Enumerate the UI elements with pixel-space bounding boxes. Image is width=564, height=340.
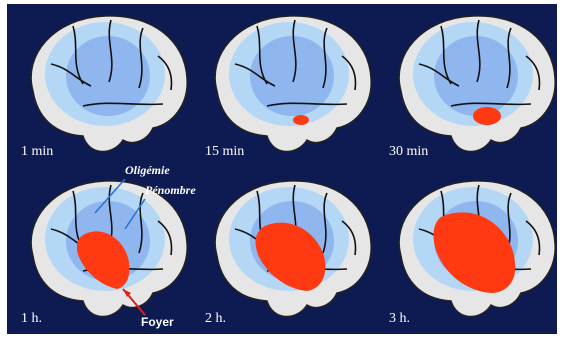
figure-background: 1 min 15 min [7,4,557,334]
time-label: 1 h. [21,311,42,327]
brain-diagram [197,171,377,334]
time-label: 30 min [389,144,428,160]
infarct-core [293,115,309,125]
oligemia-label: Oligémie [125,163,170,178]
brain-panel-1h: Oligémie Pénombre Foyer 1 h. [13,171,193,334]
brain-panel-2h: 2 h. [197,171,377,334]
infarct-core [473,107,501,125]
brain-panel-30min: 30 min [381,6,561,169]
brain-panel-1min: 1 min [13,6,193,169]
time-label: 15 min [205,144,244,160]
brain-diagram [381,171,561,334]
foyer-label: Foyer [141,315,174,329]
brain-panel-15min: 15 min [197,6,377,169]
time-label: 1 min [21,144,53,160]
time-label: 2 h. [205,311,226,327]
penumbra-label: Pénombre [145,183,196,198]
brain-panel-3h: 3 h. [381,171,561,334]
time-label: 3 h. [389,311,410,327]
